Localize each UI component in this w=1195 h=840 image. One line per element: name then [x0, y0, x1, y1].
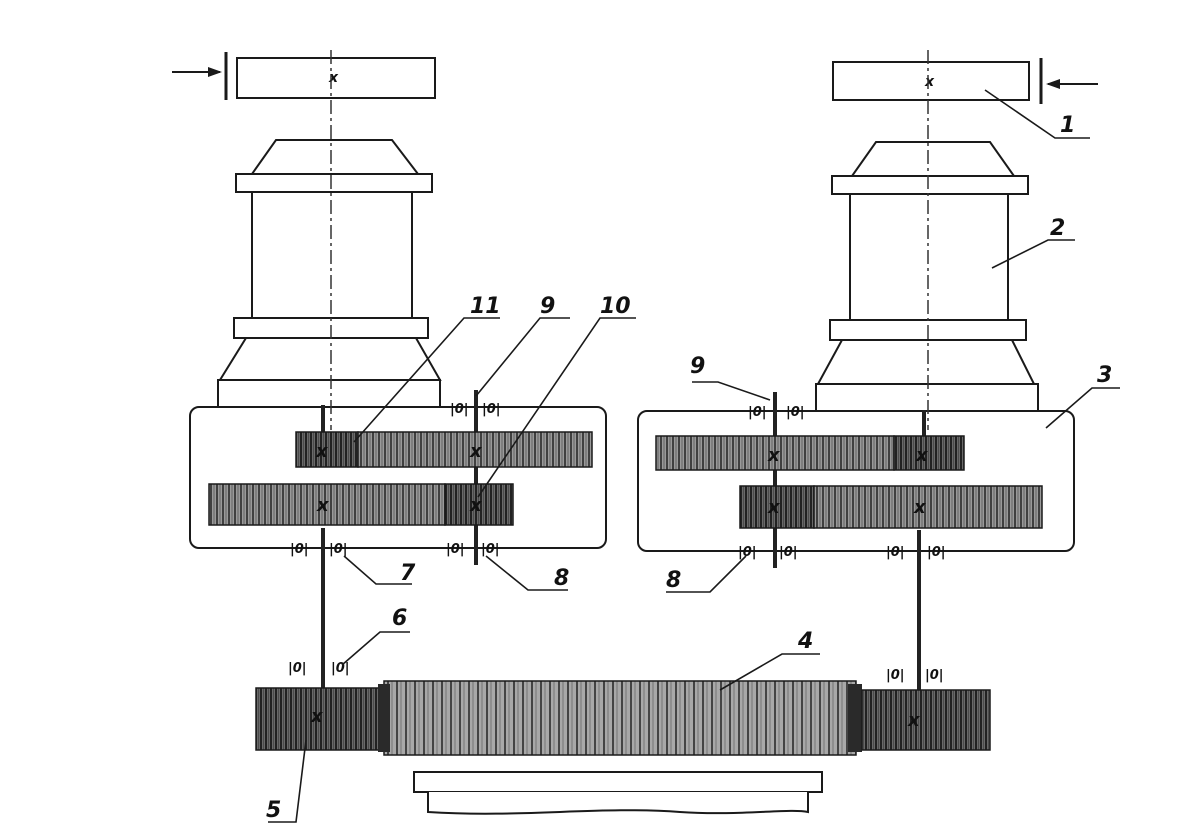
- right-motor-base: [815, 383, 1039, 412]
- output-assembly: x x: [255, 680, 991, 815]
- leader-4: [719, 653, 820, 691]
- right-gear-upper-large: [655, 435, 895, 471]
- right-gear-lower-large-center-mark: x: [913, 497, 927, 518]
- leader-5: [268, 739, 307, 823]
- left-motor-base: [217, 379, 441, 408]
- right-drive-unit: x x x x x |0| |0| |0| |0| |0| |0| |0| |0…: [637, 50, 1098, 690]
- left-gear-upper-large: [357, 431, 593, 468]
- right-gear-lower-large: [813, 485, 1043, 529]
- left-input-arrow: [172, 67, 222, 77]
- leader-11: [353, 317, 500, 443]
- left-gearbox-housing: [189, 406, 607, 549]
- leader-3: [1045, 387, 1120, 429]
- right-motor-bottom-cone: [816, 339, 1036, 385]
- label-6: 6: [392, 606, 407, 631]
- leader-9-left: [475, 317, 570, 397]
- leader-10: [477, 317, 636, 498]
- leader-8-left: [485, 555, 568, 591]
- left-input-coupling: [236, 57, 436, 99]
- leader-7: [343, 555, 412, 585]
- left-gear-11-pinion: [295, 431, 359, 468]
- label-11: 11: [470, 294, 501, 319]
- label-5: 5: [266, 798, 281, 823]
- right-motor-top-cone: [850, 141, 1016, 177]
- left-bearing-9-top: |0|: [450, 402, 469, 417]
- leader-6: [341, 631, 410, 666]
- right-bearing-lower-a: |0|: [886, 545, 905, 560]
- left-gear-lower-center-mark: x: [316, 495, 330, 516]
- drum-flange: [413, 771, 823, 793]
- right-gear-upper-pinion-center-mark: x: [915, 445, 929, 466]
- label-8-left: 8: [554, 566, 569, 591]
- left-motor-bottom-cone: [218, 337, 442, 381]
- drum-body: [427, 792, 809, 815]
- left-output-pinion-center-mark: x: [310, 706, 324, 727]
- leader-9-right: [692, 381, 771, 401]
- right-gear-lower-pinion-center-mark: x: [767, 497, 781, 518]
- left-bearing-8b: |0|: [481, 542, 500, 557]
- left-gear-11-center-mark: x: [315, 441, 329, 462]
- leader-8-right: [666, 555, 747, 593]
- left-bearing-6a: |0|: [288, 661, 307, 676]
- right-gearbox-housing: [637, 410, 1075, 552]
- left-gear-10-pinion: [444, 483, 514, 526]
- left-coupling-center-mark: x: [328, 70, 339, 86]
- main-gear-4-right-edge: [848, 684, 862, 752]
- callouts: 1 2 3 4 5 6 7 8 8 9 9 10 11: [266, 89, 1120, 823]
- label-2: 2: [1050, 216, 1065, 241]
- left-output-pinion-5: [255, 687, 385, 751]
- left-bearing-8a: |0|: [446, 542, 465, 557]
- left-bearing-7b: |0|: [329, 542, 348, 557]
- label-9-right: 9: [690, 354, 705, 379]
- main-gear-4: [383, 680, 857, 756]
- right-coupling-center-mark: x: [924, 74, 935, 90]
- leader-1: [984, 89, 1090, 139]
- right-bearing-output-b: |0|: [925, 668, 944, 683]
- label-1: 1: [1060, 113, 1075, 138]
- left-motor-body: [251, 191, 413, 319]
- right-bearing-9b: |0|: [786, 405, 805, 420]
- left-gear-10-center-mark: x: [469, 495, 483, 516]
- label-4: 4: [797, 629, 813, 654]
- label-8-right: 8: [666, 568, 681, 593]
- right-output-pinion-center-mark: x: [907, 710, 921, 731]
- right-motor-body: [849, 193, 1009, 321]
- left-motor-top-cone: [250, 139, 421, 175]
- left-gear-upper-center-mark: x: [469, 441, 483, 462]
- right-input-coupling: [832, 61, 1030, 101]
- label-9-left: 9: [540, 294, 555, 319]
- right-output-pinion: [861, 689, 991, 751]
- right-bearing-8b: |0|: [779, 545, 798, 560]
- right-bearing-output-a: |0|: [886, 668, 905, 683]
- right-motor-top-flange: [831, 175, 1029, 195]
- leader-2: [991, 239, 1075, 269]
- right-input-arrow: [1046, 79, 1098, 89]
- right-gear-upper-pinion: [893, 435, 965, 471]
- left-motor-top-flange: [235, 173, 433, 193]
- right-bearing-lower-b: |0|: [927, 545, 946, 560]
- left-bearing-7a: |0|: [290, 542, 309, 557]
- right-gear-upper-large-center-mark: x: [767, 445, 781, 466]
- right-bearing-8a: |0|: [738, 545, 757, 560]
- right-bearing-9a: |0|: [748, 405, 767, 420]
- main-gear-4-left-edge: [378, 684, 390, 752]
- label-3: 3: [1097, 363, 1112, 388]
- left-bearing-6b: |0|: [331, 661, 350, 676]
- label-10: 10: [600, 294, 631, 319]
- left-bearing-9-top-b: |0|: [482, 402, 501, 417]
- label-7: 7: [400, 561, 416, 586]
- left-drive-unit: x x x x x |0| |0| |0| |0| |0| |0| |0| |0…: [172, 50, 607, 690]
